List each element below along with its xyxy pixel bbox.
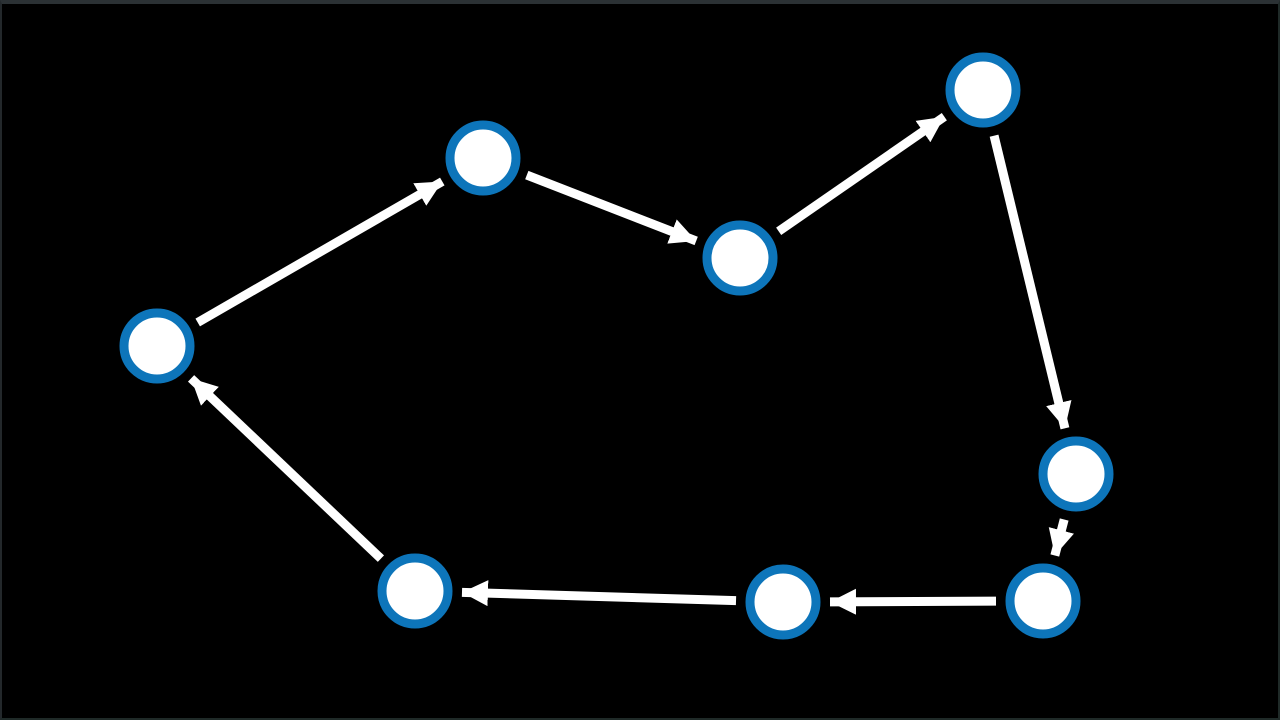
- graph-node: [1038, 436, 1114, 512]
- graph-node: [119, 308, 195, 384]
- graph-edge-arrow: [187, 375, 385, 562]
- edges-layer: [187, 113, 1074, 615]
- graph-node: [1005, 563, 1081, 639]
- graph-edge-arrow: [1048, 518, 1074, 557]
- graph-node: [445, 120, 521, 196]
- nodes-layer: [119, 52, 1114, 640]
- graph-edge-arrow: [776, 113, 947, 235]
- graph-edge-arrow: [461, 580, 737, 607]
- graph-node: [945, 52, 1021, 128]
- graph-edge-arrow: [525, 170, 698, 246]
- graph-edge-arrow: [989, 134, 1072, 430]
- graph-node: [377, 553, 453, 629]
- graph-node: [745, 564, 821, 640]
- graph-edge-arrow: [195, 177, 445, 327]
- graph-node: [702, 220, 778, 296]
- graph-edge-arrow: [829, 588, 997, 615]
